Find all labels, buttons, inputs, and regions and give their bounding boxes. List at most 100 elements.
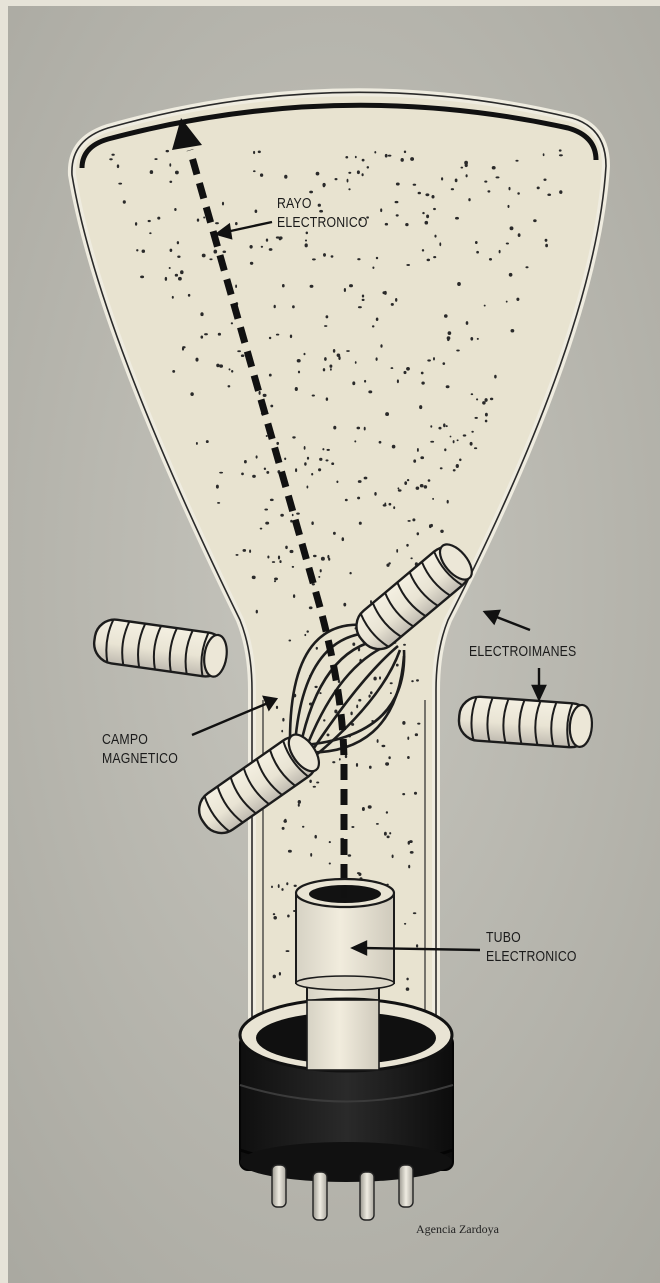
speckle-dot (362, 159, 365, 162)
speckle-dot (559, 154, 563, 156)
speckle-dot (298, 371, 300, 374)
speckle-dot (330, 368, 332, 370)
speckle-dot (410, 557, 412, 559)
speckle-dot (304, 462, 307, 465)
speckle-dot (273, 913, 276, 915)
speckle-dot (471, 431, 473, 433)
speckle-dot (282, 718, 284, 722)
speckle-dot (312, 394, 315, 396)
speckle-dot (431, 195, 434, 199)
speckle-dot (389, 503, 392, 506)
speckle-dot (420, 456, 424, 459)
speckle-dot (195, 358, 198, 362)
speckle-dot (406, 978, 408, 981)
speckle-dot (175, 274, 178, 277)
speckle-dot (219, 364, 223, 367)
speckle-dot (169, 267, 171, 269)
speckle-dot (350, 712, 352, 716)
speckle-dot (292, 566, 294, 568)
speckle-dot (508, 187, 510, 190)
speckle-dot (474, 447, 477, 449)
speckle-dot (354, 440, 356, 442)
speckle-dot (310, 285, 314, 288)
speckle-dot (509, 273, 513, 277)
speckle-dot (270, 499, 274, 502)
speckle-dot (499, 250, 501, 253)
speckle-dot (206, 440, 209, 443)
speckle-dot (241, 354, 244, 357)
speckle-dot (443, 423, 445, 427)
speckle-dot (439, 242, 441, 246)
speckle-dot (385, 762, 389, 765)
speckle-dot (249, 549, 251, 552)
speckle-dot (267, 556, 269, 559)
speckle-dot (306, 630, 308, 632)
speckle-dot (216, 364, 219, 368)
speckle-dot (271, 886, 273, 888)
speckle-dot (274, 580, 276, 582)
speckle-dot (328, 558, 330, 561)
speckle-dot (274, 305, 276, 309)
speckle-dot (265, 522, 269, 525)
speckle-dot (517, 192, 520, 194)
speckle-dot (311, 473, 313, 476)
credit-text: Agencia Zardoya (416, 1222, 499, 1237)
label-electroimanes: ELECTROIMANES (469, 642, 576, 661)
speckle-dot (343, 603, 346, 607)
speckle-dot (418, 192, 421, 195)
speckle-dot (404, 150, 406, 153)
speckle-dot (351, 826, 354, 828)
speckle-dot (324, 357, 327, 361)
speckle-dot (457, 282, 461, 286)
speckle-dot (348, 854, 352, 857)
speckle-dot (456, 350, 460, 352)
speckle-dot (401, 158, 404, 162)
speckle-dot (376, 823, 379, 825)
speckle-dot (547, 194, 551, 197)
speckle-dot (295, 387, 298, 391)
speckle-dot (403, 644, 406, 646)
speckle-dot (349, 572, 351, 575)
speckle-dot (288, 850, 292, 853)
speckle-dot (372, 325, 375, 327)
speckle-dot (256, 610, 258, 614)
speckle-dot (319, 458, 322, 461)
speckle-dot (298, 803, 300, 806)
speckle-dot (426, 215, 429, 219)
speckle-dot (364, 477, 368, 480)
speckle-dot (318, 468, 321, 471)
speckle-dot (416, 944, 418, 947)
speckle-dot (293, 594, 295, 598)
speckle-dot (276, 334, 279, 336)
speckle-dot (320, 569, 322, 572)
speckle-dot (276, 706, 278, 709)
speckle-dot (237, 350, 241, 352)
speckle-dot (419, 405, 422, 409)
speckle-dot (368, 390, 372, 393)
speckle-dot (388, 155, 392, 157)
speckle-dot (149, 232, 151, 234)
speckle-dot (455, 179, 458, 183)
speckle-dot (258, 150, 261, 153)
speckle-dot (284, 457, 286, 460)
speckle-dot (282, 827, 285, 830)
speckle-dot (496, 176, 500, 178)
speckle-dot (415, 733, 418, 736)
speckle-dot (264, 508, 268, 510)
speckle-dot (188, 294, 190, 297)
speckle-dot (392, 854, 394, 858)
speckle-dot (444, 314, 448, 318)
speckle-dot (323, 253, 326, 257)
speckle-dot (447, 500, 449, 504)
speckle-dot (190, 392, 193, 396)
speckle-dot (367, 166, 370, 168)
speckle-dot (348, 172, 351, 174)
speckle-dot (485, 398, 488, 402)
speckle-dot (387, 836, 390, 839)
speckle-dot (416, 487, 420, 490)
speckle-dot (286, 882, 288, 885)
speckle-dot (178, 277, 182, 281)
speckle-dot (356, 763, 358, 767)
speckle-dot (345, 156, 348, 159)
speckle-dot (430, 425, 432, 427)
